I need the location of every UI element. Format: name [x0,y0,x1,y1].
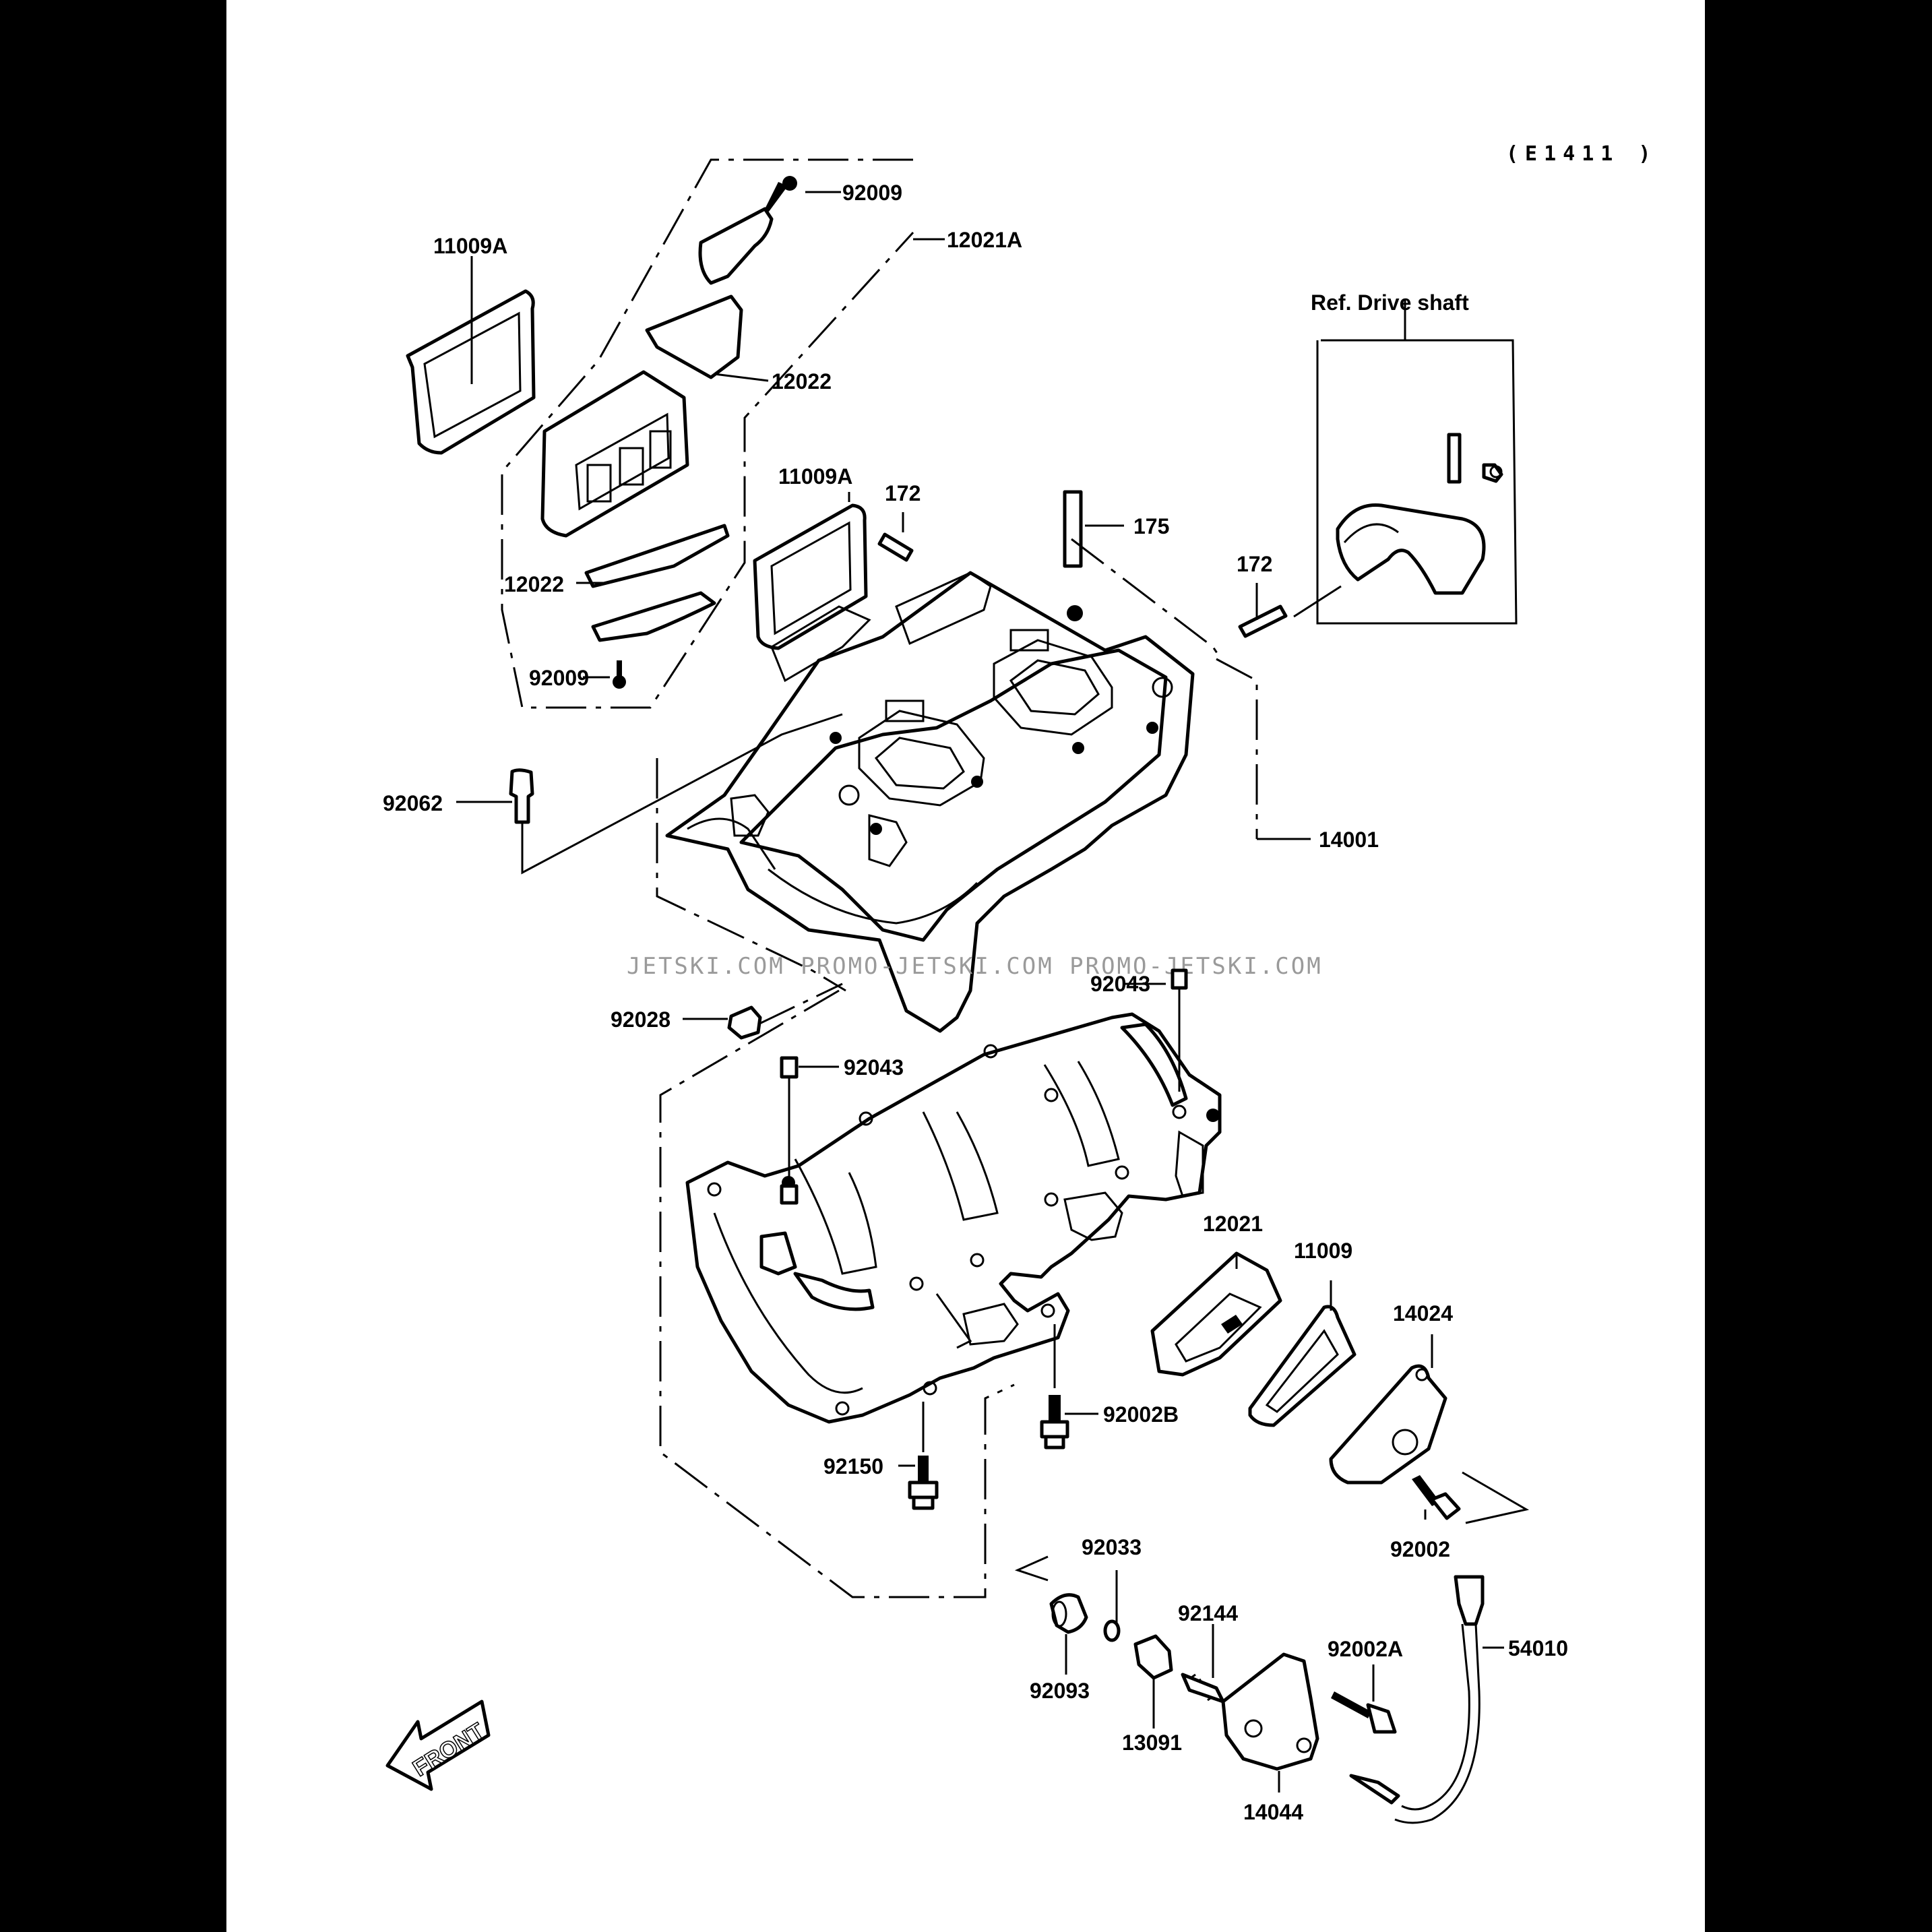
upper-crankcase [665,538,1221,1033]
label-12022-top: 12022 [772,369,832,394]
label-172-left: 172 [885,481,921,505]
label-92150: 92150 [823,1454,883,1478]
label-14001: 14001 [1319,828,1379,852]
bolt-92150 [908,1402,939,1510]
label-11009A-mid: 11009A [778,464,852,489]
screw-92009-top [765,182,788,212]
label-92043-right: 92043 [1090,972,1150,996]
label-13091: 13091 [1122,1731,1182,1755]
label-14044: 14044 [1243,1800,1303,1824]
plunger-13091 [1133,1634,1173,1680]
label-92009-top: 92009 [842,181,902,205]
label-92043-left: 92043 [844,1055,904,1080]
stud-172-left [877,532,914,562]
bolt-92002A [1331,1691,1371,1718]
stud-172-right [1238,604,1288,638]
gasket-11009A-mid [753,503,868,650]
gasket-11009 [1248,1305,1357,1427]
label-12021A: 12021A [947,228,1022,252]
label-172-right: 172 [1237,552,1272,576]
label-11009: 11009 [1294,1239,1352,1263]
cover-14024 [1329,1364,1447,1485]
front-direction-marker: FRONT [385,1700,491,1791]
label-92144: 92144 [1178,1601,1238,1625]
label-11009A-top: 11009A [433,234,507,258]
reed-block [540,370,689,538]
seal-92093 [1049,1593,1088,1634]
cover-12021 [1150,1251,1282,1377]
ref-drive-shaft-label: Ref. Drive shaft [1311,290,1469,315]
spring-92144 [1181,1673,1225,1704]
label-92009-low: 92009 [529,666,589,690]
bolt-92002B [1040,1324,1069,1450]
diagram-code: (E1411 ) [1506,142,1658,166]
dowel-92043-right [1171,968,1188,990]
label-92002A: 92002A [1328,1637,1403,1661]
label-175: 175 [1133,514,1169,538]
label-92002: 92002 [1390,1537,1450,1561]
label-12022-low: 12022 [504,572,564,596]
label-92033: 92033 [1082,1535,1142,1559]
label-92062: 92062 [383,791,443,815]
label-92002B: 92002B [1103,1402,1179,1427]
label-92093: 92093 [1030,1679,1090,1703]
label-54010: 54010 [1508,1636,1568,1660]
label-12021: 12021 [1203,1212,1263,1236]
washer-92028 [727,1005,762,1040]
watermark: JETSKI.COM PROMO-JETSKI.COM PROMO-JETSKI… [627,953,1323,980]
reed-valve-group [406,158,914,709]
pipe-54010 [1394,1575,1485,1824]
dowel-92043-left [780,1056,799,1079]
label-92028: 92028 [611,1007,671,1032]
plug-92062 [509,768,534,824]
stud-175 [1063,490,1083,568]
ring-92033 [1103,1619,1121,1642]
label-14024: 14024 [1393,1301,1453,1326]
housing-14044 [1221,1652,1319,1771]
ref-drive-shaft-box [1316,300,1518,625]
lower-crankcase [659,989,1222,1598]
